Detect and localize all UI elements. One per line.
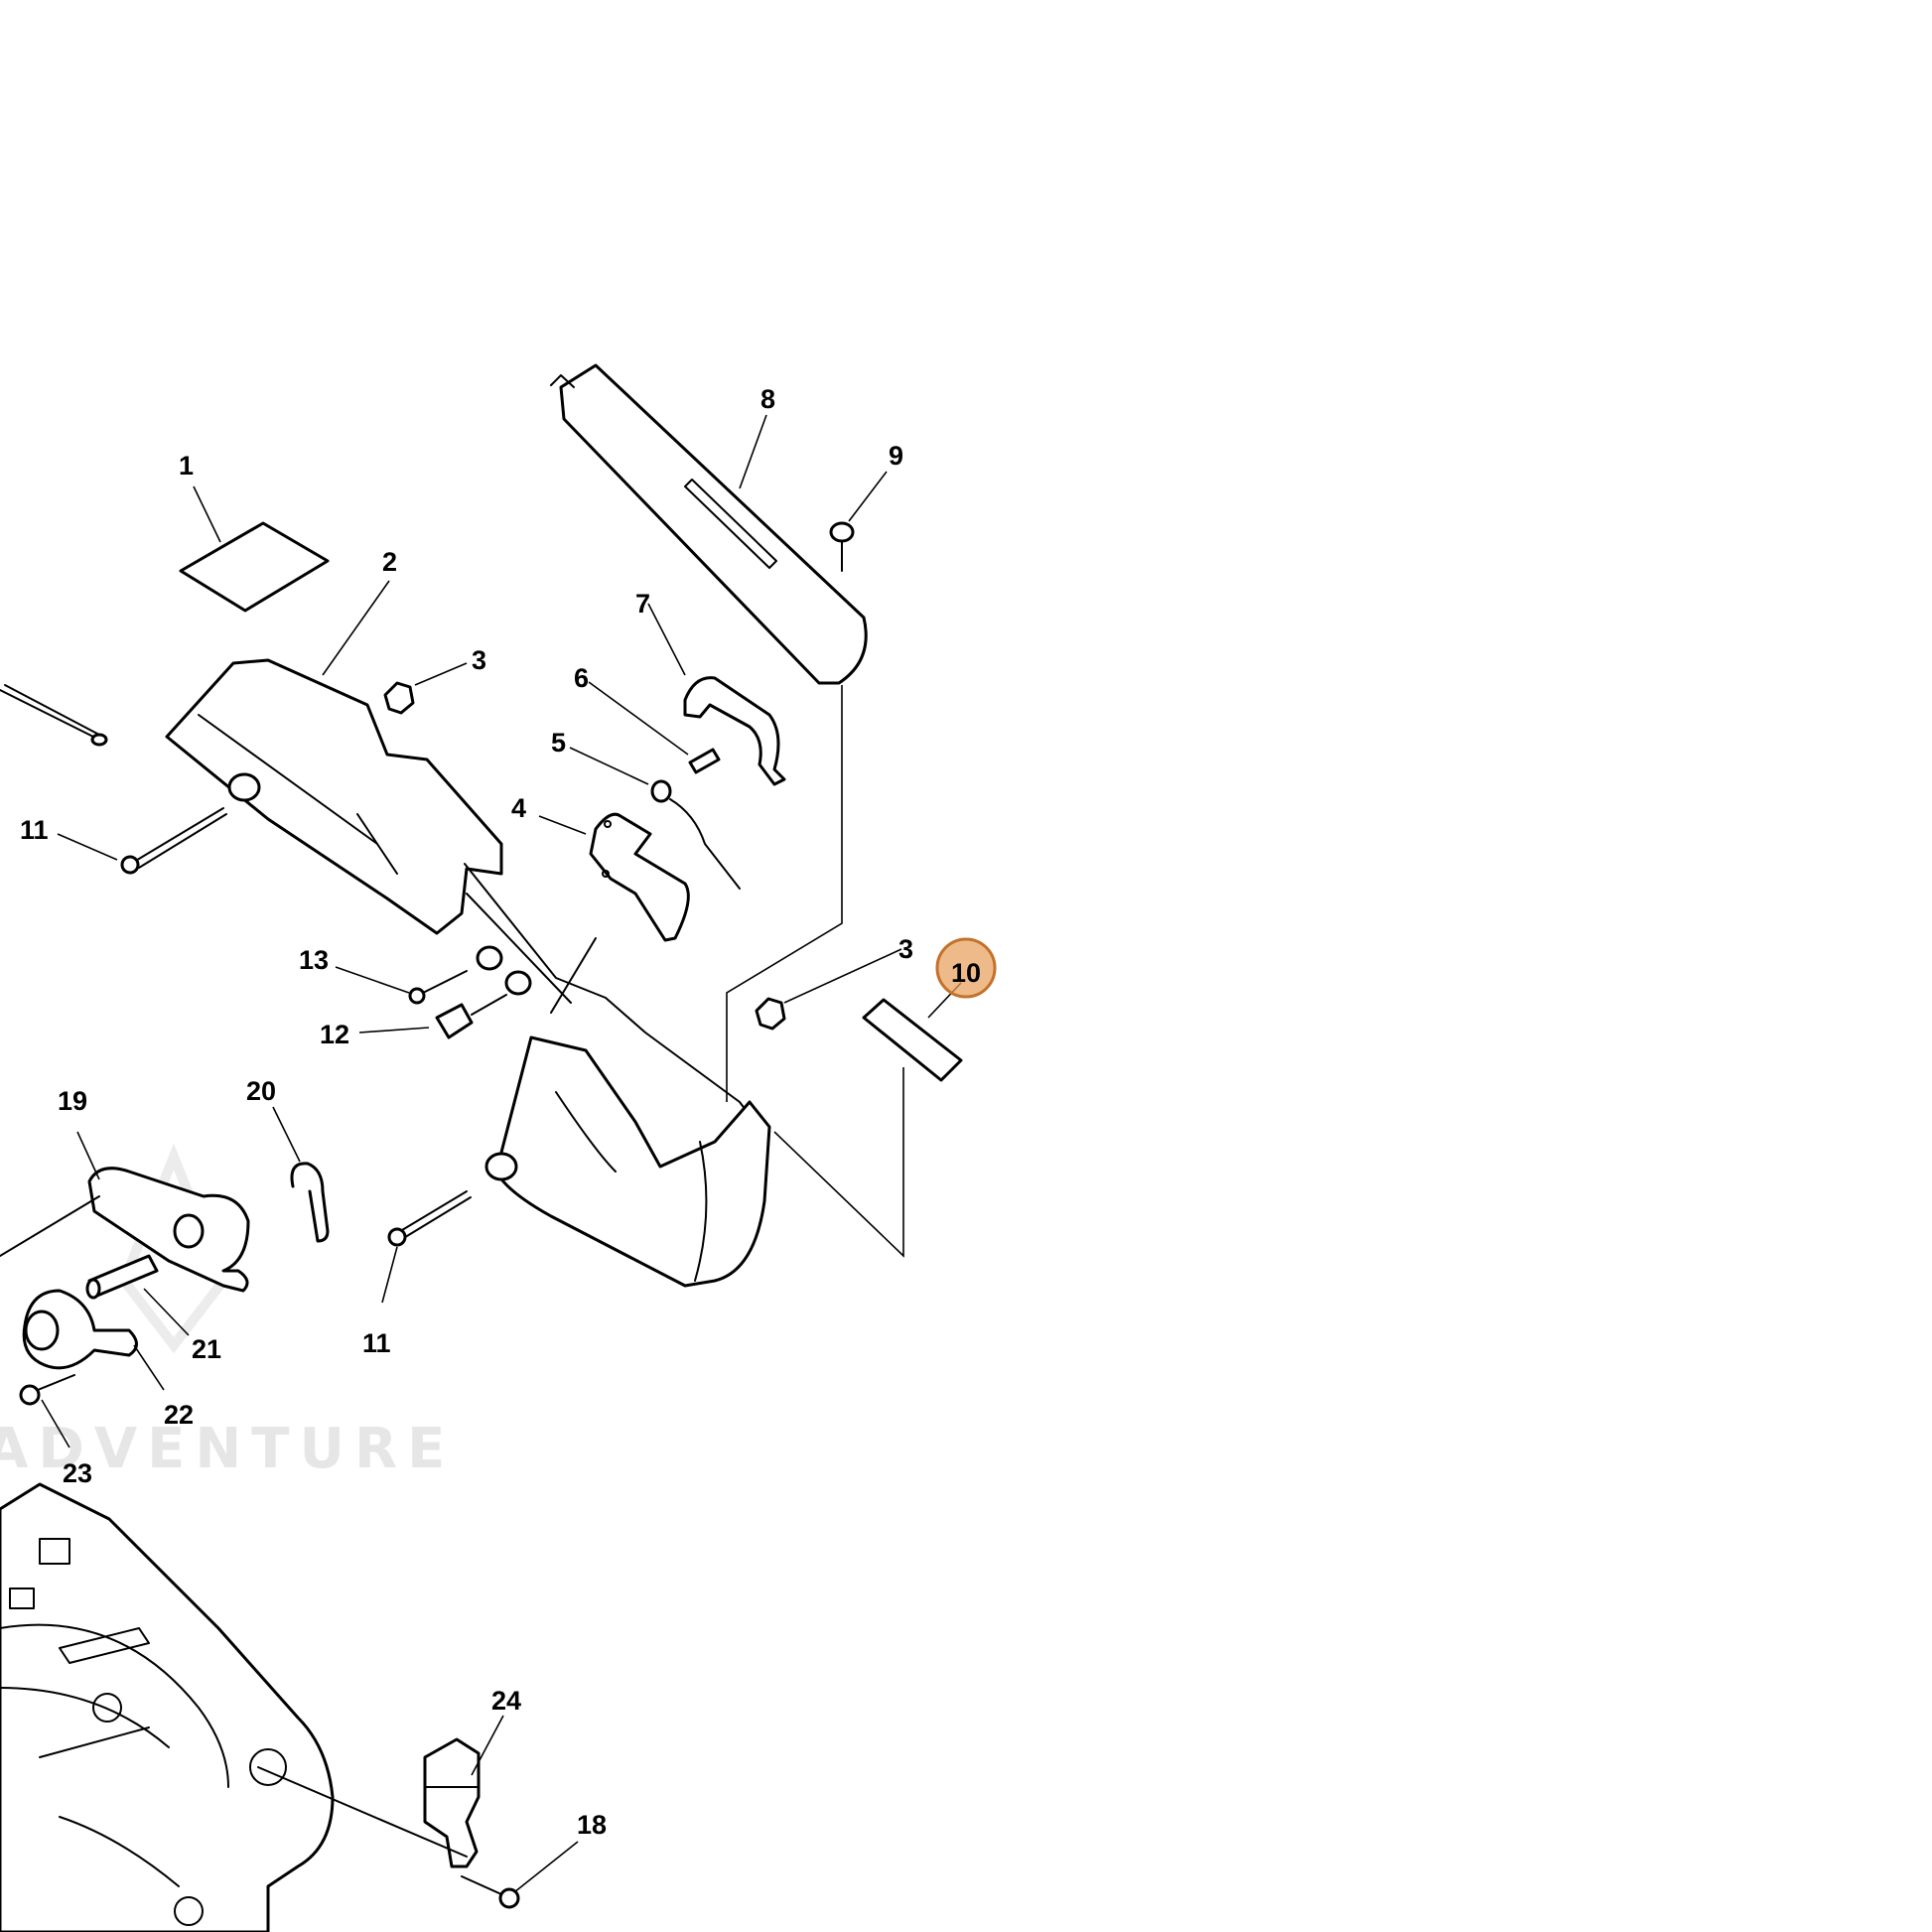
callout-3-upper[interactable]: 3 [472,645,486,675]
callout-3-lower[interactable]: 3 [898,934,913,964]
callout-12[interactable]: 12 [320,1020,349,1049]
watermark-text: ADVENTURE [0,1417,455,1481]
part-11-screw-upper[interactable] [120,807,227,875]
part-5-spring[interactable] [650,779,741,890]
part-21-sleeve[interactable] [85,1254,159,1300]
callout-11-lower[interactable]: 11 [362,1328,391,1358]
callout-22[interactable]: 22 [164,1400,194,1430]
callout-7[interactable]: 7 [635,589,650,619]
callout-11-upper[interactable]: 11 [20,815,49,845]
callout-6[interactable]: 6 [574,663,589,693]
assembly-lines [726,685,904,1258]
part-13-screw[interactable] [408,970,468,1005]
part-1-label[interactable] [179,521,330,613]
callout-10[interactable]: 10 [951,958,981,988]
callout-8[interactable]: 8 [760,384,775,414]
callouts: 1 2 3 3 4 5 6 7 8 9 10 11 11 12 13 18 19… [20,384,981,1840]
callout-18[interactable]: 18 [577,1810,607,1840]
part-6-pin[interactable] [688,748,721,774]
part-23-screw[interactable] [19,1374,75,1406]
part-18-screw[interactable] [461,1875,520,1909]
callout-5[interactable]: 5 [551,728,566,758]
callout-4[interactable]: 4 [511,793,526,823]
callout-9[interactable]: 9 [889,441,903,471]
callout-19[interactable]: 19 [58,1086,87,1116]
part-4-trigger[interactable] [589,812,690,942]
part-10-label[interactable] [862,998,963,1082]
engine-housing[interactable] [0,1482,335,1932]
lower-rear-housing[interactable] [484,1035,771,1288]
callout-1[interactable]: 1 [179,451,194,481]
callout-23[interactable]: 23 [63,1458,92,1488]
part-9-screw[interactable] [829,521,855,572]
part-20-clip[interactable] [290,1162,330,1243]
highlight-ring [935,937,997,999]
part-24-damper[interactable] [257,1737,481,1868]
callout-21[interactable]: 21 [192,1334,221,1364]
cable [0,684,108,747]
part-22-buffer[interactable] [22,1289,138,1370]
callout-24[interactable]: 24 [491,1686,521,1716]
part-12-bolt[interactable] [435,994,507,1039]
part-11-screw-lower[interactable] [387,1190,472,1247]
part-7-lever[interactable] [683,676,786,786]
part-19-bracket[interactable] [0,1167,250,1293]
callout-2[interactable]: 2 [382,547,397,577]
part-3-nut-upper[interactable] [383,681,415,715]
callout-20[interactable]: 20 [246,1076,276,1106]
callout-13[interactable]: 13 [299,945,329,975]
part-2-handle-housing[interactable] [165,658,756,1123]
part-8-handle-cover[interactable] [550,363,868,685]
part-3-nut-lower[interactable] [755,997,786,1031]
